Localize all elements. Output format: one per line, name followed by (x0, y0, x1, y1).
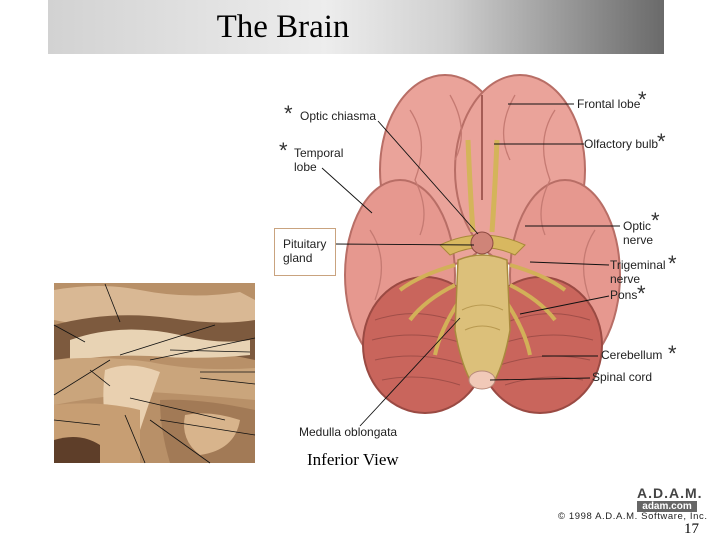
star-temporal-lobe: * (279, 138, 288, 163)
label-optic-chiasma: Optic chiasma (300, 109, 377, 123)
label-cerebellum: Cerebellum (601, 348, 663, 362)
label-trigeminal-2: nerve (610, 272, 641, 286)
adam-logo-bottom: adam.com (637, 501, 697, 512)
page-title: The Brain (216, 9, 350, 45)
star-pons: * (637, 281, 646, 306)
star-cerebellum: * (668, 341, 677, 366)
pituitary-label-box: Pituitary gland (274, 228, 336, 276)
star-olfactory-bulb: * (657, 129, 666, 154)
star-frontal-lobe: * (638, 87, 647, 112)
label-spinal-cord: Spinal cord (592, 370, 653, 384)
label-trigeminal-1: Trigeminal (610, 258, 666, 272)
adam-logo-top: A.D.A.M. (637, 485, 703, 501)
sagittal-section-photo (53, 283, 256, 464)
star-optic-nerve: * (651, 208, 660, 233)
leader-lines (321, 103, 620, 427)
title-bar: The Brain (48, 0, 664, 54)
figure-caption: Inferior View (307, 450, 399, 469)
label-pituitary-2: gland (283, 251, 313, 265)
page-number: 17 (684, 521, 699, 537)
label-pituitary-1: Pituitary (283, 237, 327, 251)
label-temporal-lobe-1: Temporal (294, 146, 344, 160)
label-optic-nerve-1: Optic (623, 219, 652, 233)
adam-logo: A.D.A.M. adam.com (637, 485, 703, 512)
label-optic-nerve-2: nerve (623, 233, 654, 247)
brain-inferior-illustration (344, 74, 621, 414)
label-medulla-oblongata: Medulla oblongata (299, 425, 398, 439)
star-optic-chiasma: * (284, 101, 293, 126)
star-trigeminal-nerve: * (668, 251, 677, 276)
label-frontal-lobe: Frontal lobe (577, 97, 641, 111)
label-temporal-lobe-2: lobe (294, 160, 317, 174)
label-pons: Pons (610, 288, 638, 302)
label-olfactory-bulb: Olfactory bulb (584, 137, 659, 151)
copyright-notice: © 1998 A.D.A.M. Software, Inc. (558, 511, 708, 522)
